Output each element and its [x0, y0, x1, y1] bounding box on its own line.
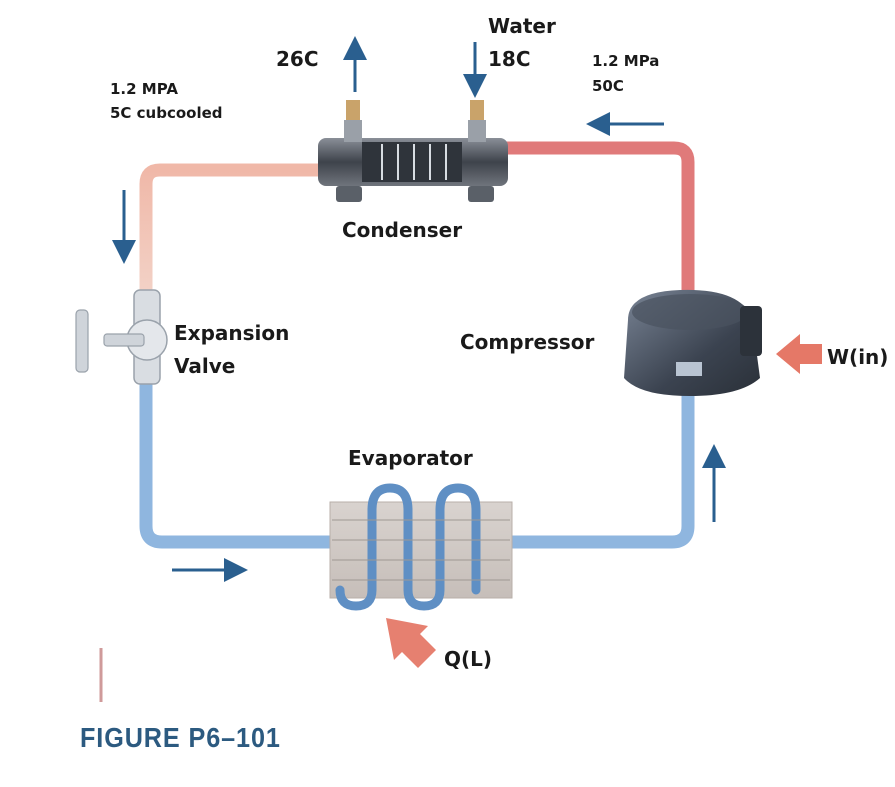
water-outlet-temp-label: 26C — [276, 47, 319, 71]
expansion-valve-label-line2: Valve — [174, 354, 236, 378]
condenser-label: Condenser — [342, 218, 463, 242]
work-input-label: W(in) — [827, 345, 889, 369]
work-input-arrow — [776, 334, 822, 374]
suction-line-pipe — [501, 373, 695, 549]
water-label: Water — [488, 14, 556, 38]
hot-refrigerant-pipe — [493, 141, 695, 303]
liquid-pressure-label: 1.2 MPA — [110, 80, 178, 98]
compressor-label: Compressor — [460, 330, 595, 354]
heat-input-arrow — [386, 618, 436, 668]
evaporator-label: Evaporator — [348, 446, 473, 470]
water-inlet-temp-label: 18C — [488, 47, 531, 71]
figure-caption: FIGURE P6–101 — [80, 722, 281, 753]
evaporator-coil — [329, 483, 513, 611]
discharge-temp-label: 50C — [592, 77, 624, 95]
discharge-pressure-label: 1.2 MPa — [592, 52, 660, 70]
compressor-unit — [624, 289, 762, 396]
condenser-heat-exchanger — [318, 100, 508, 202]
cold-line-left-pipe — [139, 373, 341, 549]
subcooling-label: 5C cubcooled — [110, 104, 223, 122]
expansion-valve-label-line1: Expansion — [174, 321, 290, 345]
heat-input-label: Q(L) — [444, 647, 493, 671]
liquid-line-pipe — [139, 163, 329, 307]
expansion-valve — [75, 289, 168, 385]
